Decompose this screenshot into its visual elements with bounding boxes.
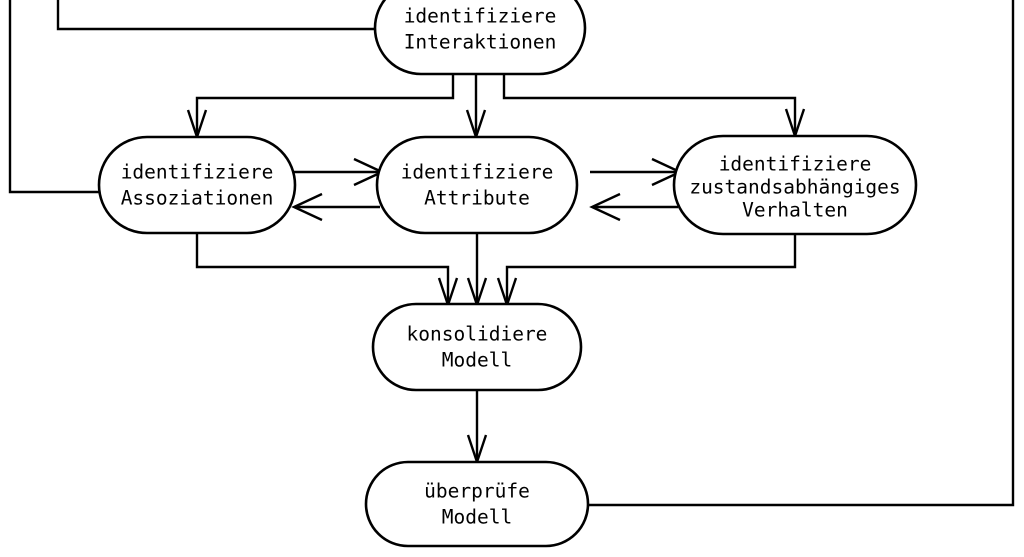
edge-ueberpruefe-to-offscreen-right [588, 0, 1015, 507]
node-interaktionen-line2: Interaktionen [404, 31, 557, 54]
node-ueberpruefe[interactable]: überprüfe Modell [364, 460, 590, 548]
node-attribute-shape [375, 135, 579, 235]
edges-layer [8, 0, 1015, 507]
node-interaktionen-shape [373, 0, 587, 76]
node-konsolidiere-line2: Modell [442, 349, 512, 372]
node-ueberpruefe-line1: überprüfe [424, 480, 530, 503]
edge-assoziationen-to-konsolidiere [195, 233, 450, 305]
node-attribute-line2: Attribute [424, 187, 530, 210]
node-assoziationen-shape [97, 135, 297, 235]
node-interaktionen-line1: identifiziere [404, 5, 557, 28]
node-konsolidiere-shape [371, 302, 583, 392]
node-konsolidiere[interactable]: konsolidiere Modell [371, 302, 583, 392]
nodes-layer: identifiziere Interaktionen identifizier… [97, 0, 918, 548]
node-konsolidiere-line1: konsolidiere [407, 323, 548, 346]
arrowhead-attribute-to-assoziationen [291, 192, 323, 222]
node-verhalten[interactable]: identifiziere zustandsabhängiges Verhalt… [672, 134, 918, 236]
edge-interaktionen-to-assoziationen [195, 74, 455, 137]
node-assoziationen-line1: identifiziere [121, 161, 274, 184]
node-attribute-line1: identifiziere [401, 161, 554, 184]
node-interaktionen[interactable]: identifiziere Interaktionen [373, 0, 587, 76]
edge-verhalten-to-konsolidiere [505, 234, 797, 305]
node-verhalten-line3: Verhalten [742, 199, 848, 222]
node-attribute[interactable]: identifiziere Attribute [375, 135, 579, 235]
edge-interaktionen-to-verhalten [502, 74, 797, 136]
arrowhead-verhalten-to-attribute [589, 192, 621, 222]
node-ueberpruefe-shape [364, 460, 590, 548]
node-verhalten-shape [672, 134, 918, 236]
edge-incoming-top-to-interaktionen [56, 0, 375, 31]
node-assoziationen-line2: Assoziationen [121, 187, 274, 210]
node-ueberpruefe-line2: Modell [442, 506, 512, 529]
edge-feedback-left-rail [8, 0, 100, 194]
node-verhalten-line2: zustandsabhängiges [689, 176, 900, 199]
node-verhalten-line1: identifiziere [719, 153, 872, 176]
node-assoziationen[interactable]: identifiziere Assoziationen [97, 135, 297, 235]
